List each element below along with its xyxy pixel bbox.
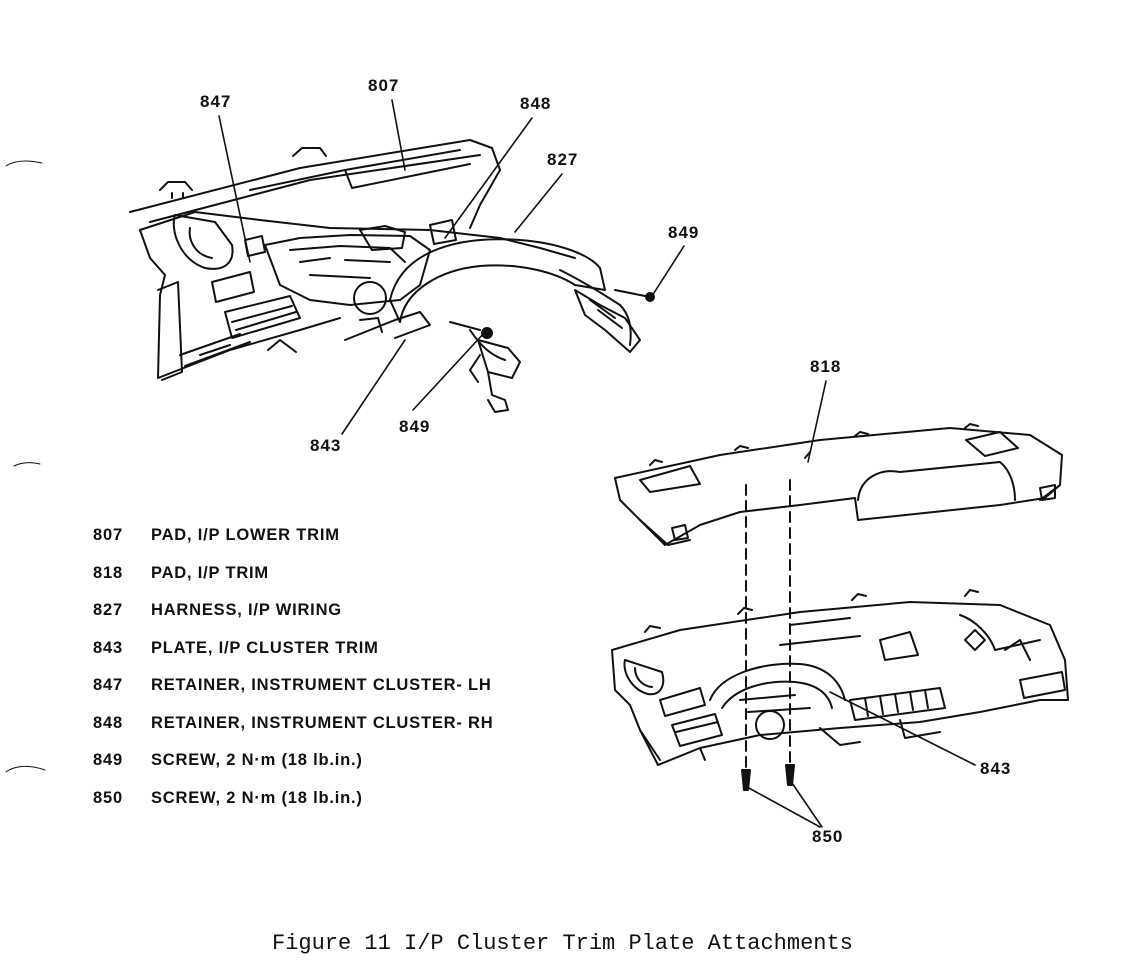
legend-row: 850 SCREW, 2 N·m (18 lb.in.) bbox=[93, 789, 563, 827]
legend-description: PAD, I/P TRIM bbox=[151, 563, 269, 582]
legend-number: 818 bbox=[93, 563, 123, 582]
legend-description: HARNESS, I/P WIRING bbox=[151, 601, 342, 619]
legend-row: 827 HARNESS, I/P WIRING bbox=[93, 601, 563, 639]
screws-850-drawing bbox=[741, 479, 795, 791]
callout-818: 818 bbox=[810, 357, 842, 376]
legend-row: 849 SCREW, 2 N·m (18 lb.in.) bbox=[93, 751, 563, 789]
parts-legend: 807 PAD, I/P LOWER TRIM 818 PAD, I/P TRI… bbox=[93, 526, 563, 826]
callout-807: 807 bbox=[368, 76, 400, 95]
trim-pad-818-drawing bbox=[614, 423, 1063, 546]
callout-843-lower: 843 bbox=[980, 759, 1012, 778]
callout-827: 827 bbox=[547, 150, 579, 169]
legend-description: RETAINER, INSTRUMENT CLUSTER- RH bbox=[151, 713, 494, 732]
callout-849-right: 849 bbox=[668, 223, 700, 242]
legend-number: 843 bbox=[93, 638, 123, 657]
callout-849-lower: 849 bbox=[399, 417, 431, 436]
upper-instrument-panel-assembly bbox=[129, 139, 655, 413]
legend-number: 850 bbox=[93, 788, 123, 807]
figure-caption: Figure 11 I/P Cluster Trim Plate Attachm… bbox=[272, 931, 853, 956]
legend-row: 847 RETAINER, INSTRUMENT CLUSTER- LH bbox=[93, 676, 563, 714]
legend-description: PAD, I/P LOWER TRIM bbox=[151, 526, 340, 544]
callout-848: 848 bbox=[520, 94, 552, 113]
legend-description: SCREW, 2 N·m (18 lb.in.) bbox=[151, 788, 363, 807]
legend-description: SCREW, 2 N·m (18 lb.in.) bbox=[151, 751, 363, 769]
legend-row: 807 PAD, I/P LOWER TRIM bbox=[93, 526, 563, 564]
legend-row: 818 PAD, I/P TRIM bbox=[93, 564, 563, 602]
callout-847: 847 bbox=[200, 92, 232, 111]
legend-description: RETAINER, INSTRUMENT CLUSTER- LH bbox=[151, 676, 492, 694]
lower-instrument-panel-assembly bbox=[611, 589, 1069, 766]
legend-number: 848 bbox=[93, 713, 123, 732]
legend-row: 848 RETAINER, INSTRUMENT CLUSTER- RH bbox=[93, 714, 563, 752]
callout-843-upper: 843 bbox=[310, 436, 342, 455]
margin-marks bbox=[5, 160, 46, 773]
legend-number: 847 bbox=[93, 676, 123, 694]
legend-number: 849 bbox=[93, 751, 123, 769]
leader-lines bbox=[218, 99, 976, 828]
legend-row: 843 PLATE, I/P CLUSTER TRIM bbox=[93, 639, 563, 677]
legend-number: 827 bbox=[93, 601, 123, 619]
callout-850: 850 bbox=[812, 827, 844, 846]
legend-description: PLATE, I/P CLUSTER TRIM bbox=[151, 638, 379, 657]
legend-number: 807 bbox=[93, 526, 123, 544]
